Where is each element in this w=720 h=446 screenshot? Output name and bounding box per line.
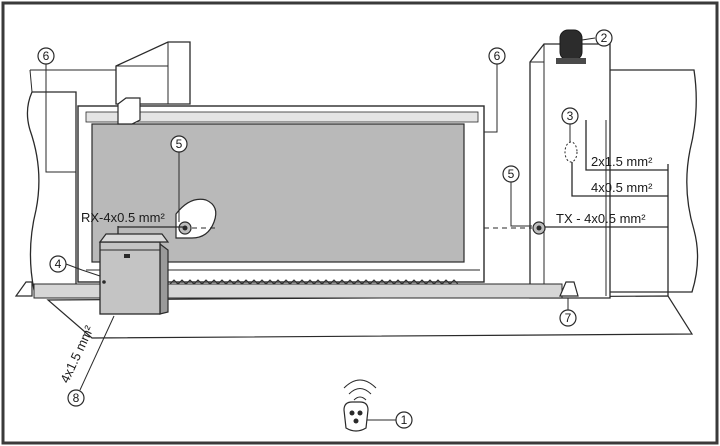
left-mechanical-stop <box>14 281 33 297</box>
remote-button-b <box>357 410 363 416</box>
gate-top-rail <box>85 111 479 123</box>
leader-6-right <box>484 64 498 133</box>
gate-guide-bracket <box>117 97 141 125</box>
right-pillar <box>529 43 611 299</box>
remote-signal-middle <box>348 388 372 395</box>
callout-5-left: 5 <box>170 135 188 153</box>
cable-label-power: 4x1.5 mm² <box>57 323 97 386</box>
leader-4 <box>65 263 101 277</box>
svg-text:8: 8 <box>73 391 80 405</box>
leader-2 <box>581 37 596 41</box>
gate-motor <box>99 241 161 315</box>
right-wall <box>605 69 699 293</box>
motor-side <box>159 242 169 315</box>
cable-label-lamp: 2x1.5 mm² <box>591 154 653 169</box>
cable-lamp <box>585 120 668 171</box>
blinking-lamp <box>559 29 583 61</box>
callout-6-right: 6 <box>488 47 506 65</box>
callout-4: 4 <box>49 255 67 273</box>
callout-3: 3 <box>561 107 579 125</box>
cable-key-selector <box>571 162 668 197</box>
svg-text:4: 4 <box>55 257 62 271</box>
motor-lock <box>102 280 106 284</box>
svg-text:6: 6 <box>43 49 50 63</box>
left-wall <box>26 91 77 291</box>
svg-text:7: 7 <box>565 311 572 325</box>
cable-label-transmitter: TX - 4x0.5 mm² <box>556 211 646 226</box>
remote-signal-outer <box>343 379 377 389</box>
callout-1: 1 <box>395 411 413 429</box>
photocell-tx-lens <box>536 225 542 231</box>
leader-8 <box>79 315 115 391</box>
left-pillar <box>115 41 191 105</box>
callout-8: 8 <box>67 389 85 407</box>
left-wall-corner <box>29 69 33 93</box>
svg-text:6: 6 <box>494 49 501 63</box>
leader-6-left <box>45 64 76 173</box>
svg-text:5: 5 <box>508 167 515 181</box>
motor-cover-top <box>98 233 170 243</box>
cable-label-key-selector: 4x0.5 mm² <box>591 180 653 195</box>
blinking-lamp-base <box>556 58 586 64</box>
gate-rack <box>169 279 459 285</box>
callout-2: 2 <box>595 29 613 47</box>
right-mechanical-stop <box>559 281 579 297</box>
remote-button-c <box>353 418 359 424</box>
leader-5-right <box>510 182 532 227</box>
callout-6-left: 6 <box>37 47 55 65</box>
remote-button-a <box>349 410 355 416</box>
motor-indicator <box>124 254 130 258</box>
key-selector <box>564 141 578 163</box>
svg-text:1: 1 <box>401 413 408 427</box>
remote-signal-inner <box>353 396 367 401</box>
svg-text:3: 3 <box>567 109 574 123</box>
remote-control <box>343 401 369 432</box>
callout-5-right: 5 <box>502 165 520 183</box>
svg-text:5: 5 <box>176 137 183 151</box>
svg-text:2: 2 <box>601 31 608 45</box>
callout-7: 7 <box>559 309 577 327</box>
cable-label-receiver: RX-4x0.5 mm² <box>81 210 165 225</box>
photocell-rx-lens <box>182 225 188 231</box>
